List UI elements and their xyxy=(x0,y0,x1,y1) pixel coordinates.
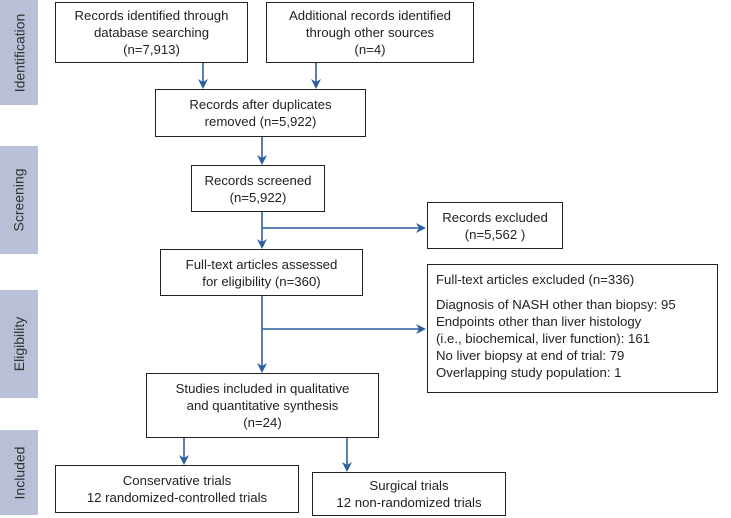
box-included-studies: Studies included in qualitative and quan… xyxy=(146,373,379,438)
box-fulltext-line2: for eligibility (n=360) xyxy=(202,273,321,289)
box-after-duplicates: Records after duplicates removed (n=5,92… xyxy=(155,89,366,137)
phase-eligibility: Eligibility xyxy=(0,290,38,398)
phase-included: Included xyxy=(0,430,38,515)
box-ftexcl-reason: Diagnosis of NASH other than biopsy: 95 xyxy=(436,297,676,312)
phase-identification: Identification xyxy=(0,0,38,105)
box-included-line1: Studies included in qualitative xyxy=(175,381,350,396)
box-other-line2: through other sources xyxy=(305,25,435,40)
box-ftexcl-reason: Endpoints other than liver histology xyxy=(436,314,642,329)
phase-screening: Screening xyxy=(0,146,38,254)
box-surgical-trials: Surgical trials 12 non-randomized trials xyxy=(312,472,506,516)
box-other-line1: Additional records identified xyxy=(288,8,451,23)
box-records-excluded: Records excluded (n=5,562 ) xyxy=(427,202,563,249)
box-ftexcl-reason: (i.e., biochemical, liver function): 161 xyxy=(436,331,651,346)
box-other-sources: Additional records identified through ot… xyxy=(266,2,474,63)
box-records-screened: Records screened (n=5,922) xyxy=(191,165,325,212)
box-fulltext-excluded: Full-text articles excluded (n=336) Diag… xyxy=(427,264,718,393)
box-fulltext-line1: Full-text articles assessed xyxy=(185,256,338,272)
box-db-line2: database searching xyxy=(93,25,210,40)
box-ftexcl-title: Full-text articles excluded (n=336) xyxy=(436,272,635,287)
box-db-line3: (n=7,913) xyxy=(123,42,180,57)
box-ftexcl-reason: Overlapping study population: 1 xyxy=(436,365,622,380)
box-conservative-line2: 12 randomized-controlled trials xyxy=(86,490,268,505)
box-surgical-line1: Surgical trials xyxy=(369,478,449,493)
box-db-line1: Records identified through xyxy=(74,8,229,23)
box-dedup-line1: Records after duplicates xyxy=(189,97,332,112)
box-dedup-line2: removed (n=5,922) xyxy=(204,114,317,129)
box-conservative-line1: Conservative trials xyxy=(122,473,232,488)
box-conservative-trials: Conservative trials 12 randomized-contro… xyxy=(55,465,299,513)
box-fulltext-assessed: Full-text articles assessed for eligibil… xyxy=(160,249,363,296)
box-excluded-line2: (n=5,562 ) xyxy=(464,226,526,242)
box-ftexcl-reason: No liver biopsy at end of trial: 79 xyxy=(436,348,625,363)
box-other-line3: (n=4) xyxy=(354,42,386,57)
box-database-records: Records identified through database sear… xyxy=(55,2,248,63)
box-screened-line2: (n=5,922) xyxy=(229,189,287,205)
box-excluded-line1: Records excluded xyxy=(442,209,548,225)
box-included-line3: (n=24) xyxy=(243,415,282,430)
box-surgical-line2: 12 non-randomized trials xyxy=(336,495,482,510)
box-screened-line1: Records screened xyxy=(204,172,312,188)
box-included-line2: and quantitative synthesis xyxy=(186,398,339,413)
